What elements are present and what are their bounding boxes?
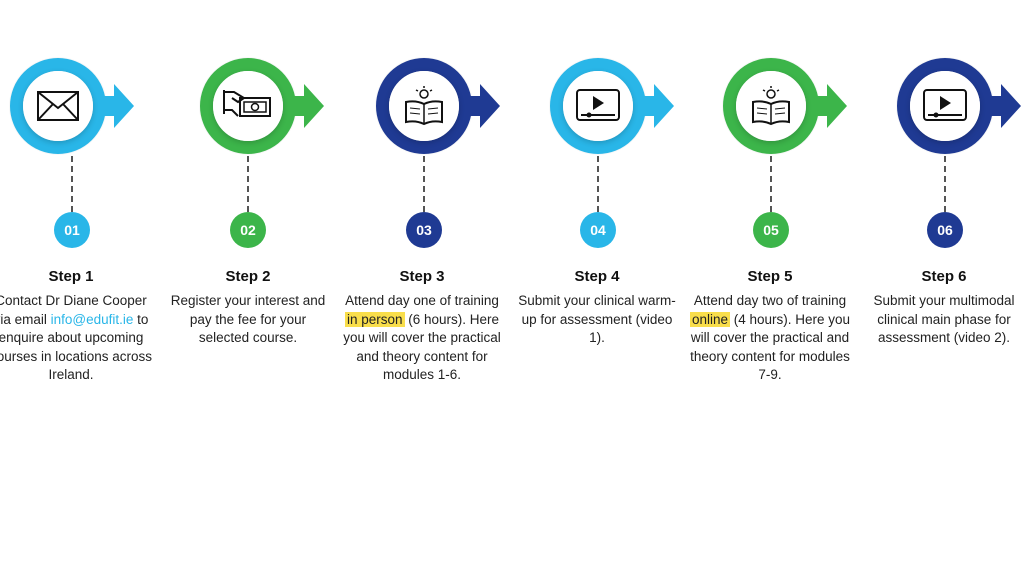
desc-text: (4 hours). Here you will cover the pract…	[690, 311, 851, 383]
hand-money-icon	[213, 71, 283, 141]
step-6: 06 Step 6 Submit your multimodal clinica…	[848, 0, 1021, 576]
dashed-connector	[944, 156, 946, 212]
step-title: Step 4	[574, 268, 620, 285]
arrow-icon	[817, 84, 847, 128]
step-4: 04 Step 4 Submit your clinical warm-up f…	[512, 0, 682, 576]
highlighted-text: in person	[344, 311, 405, 327]
desc-text: Contact Dr Diane Cooper via email	[0, 293, 147, 327]
desc-text: to enquire about upcoming courses in loc…	[0, 311, 153, 383]
step-4-ring	[550, 58, 646, 154]
step-3: 03 Step 3 Attend day one of training in …	[337, 0, 507, 576]
video-player-icon	[910, 71, 980, 141]
open-book-icon	[736, 71, 806, 141]
step-number-badge: 02	[230, 212, 266, 248]
desc-text: Attend day one of training	[345, 293, 499, 308]
arrow-icon	[991, 84, 1021, 128]
dashed-connector	[423, 156, 425, 212]
dashed-connector	[71, 156, 73, 212]
step-5: 05 Step 5 Attend day two of training onl…	[685, 0, 855, 576]
step-6-ring	[897, 58, 993, 154]
step-2-ring	[200, 58, 296, 154]
desc-text: (6 hours). Here you will cover the pract…	[343, 311, 501, 383]
step-description: Attend day two of training online (4 hou…	[685, 292, 855, 385]
arrow-icon	[294, 84, 324, 128]
step-title: Step 5	[747, 268, 793, 285]
step-title: Step 3	[399, 268, 445, 285]
step-title: Step 6	[921, 268, 967, 285]
desc-text: Attend day two of training	[693, 293, 847, 308]
dashed-connector	[770, 156, 772, 212]
step-number-badge: 06	[927, 212, 963, 248]
envelope-icon	[23, 71, 93, 141]
step-2: 02 Step 2 Register your interest and pay…	[163, 0, 333, 576]
step-title: Step 2	[225, 268, 271, 285]
highlighted-text: online	[689, 311, 730, 327]
dashed-connector	[597, 156, 599, 212]
dashed-connector	[247, 156, 249, 212]
open-book-icon	[389, 71, 459, 141]
arrow-icon	[470, 84, 500, 128]
step-number-badge: 03	[406, 212, 442, 248]
step-1: 01 Step 1 Contact Dr Diane Cooper via em…	[0, 0, 156, 576]
step-description: Attend day one of training in person (6 …	[337, 292, 507, 385]
step-3-ring	[376, 58, 472, 154]
step-description: Submit your clinical warm-up for assessm…	[518, 293, 676, 345]
video-player-icon	[563, 71, 633, 141]
step-description: Submit your multimodal clinical main pha…	[873, 293, 1015, 345]
step-description: Register your interest and pay the fee f…	[170, 293, 326, 345]
arrow-icon	[644, 84, 674, 128]
step-number-badge: 01	[54, 212, 90, 248]
step-number-badge: 05	[753, 212, 789, 248]
step-1-ring	[10, 58, 106, 154]
email-link[interactable]: info@edufit.ie	[50, 311, 134, 327]
step-title: Step 1	[48, 268, 94, 285]
step-5-ring	[723, 58, 819, 154]
step-description: Contact Dr Diane Cooper via email info@e…	[0, 292, 156, 385]
step-number-badge: 04	[580, 212, 616, 248]
arrow-icon	[104, 84, 134, 128]
